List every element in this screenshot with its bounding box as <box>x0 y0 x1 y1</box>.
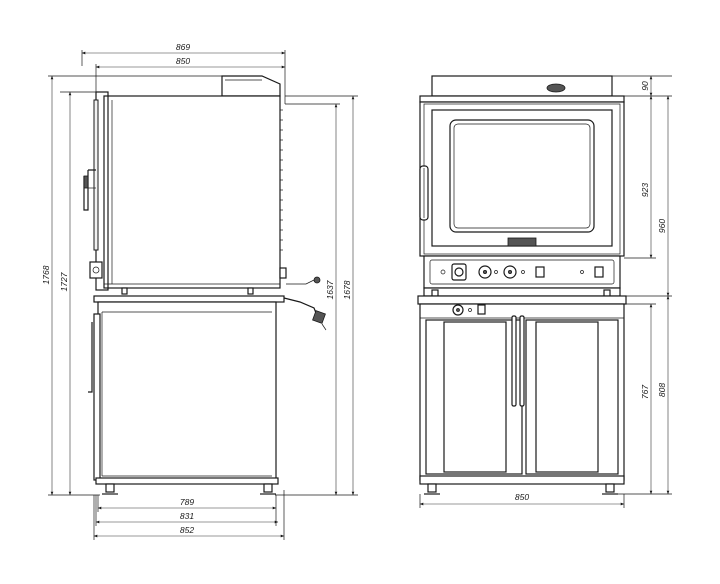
front-bottom-dimensions: 850 <box>419 492 625 508</box>
side-stand <box>88 295 327 495</box>
brand-plate-icon <box>507 237 537 247</box>
side-top-dimensions: 869 850 <box>81 42 286 104</box>
switch-icon <box>594 266 604 278</box>
dial-knob-icon <box>478 265 492 279</box>
stand-dial-icon <box>452 304 464 316</box>
side-left-dimensions: 1768 1727 <box>41 75 222 496</box>
dim-850-front: 850 <box>515 492 529 502</box>
display-icon <box>451 263 467 281</box>
front-hood <box>419 75 625 103</box>
stand-switch-icon <box>477 304 486 315</box>
dim-767: 767 <box>640 385 650 399</box>
dim-789: 789 <box>180 497 194 507</box>
dim-1768: 1768 <box>41 265 51 284</box>
brand-logo-icon <box>546 83 566 93</box>
front-stand <box>417 295 627 495</box>
dim-1727: 1727 <box>59 272 69 291</box>
front-right-dimensions: 90 923 960 767 808 <box>612 75 672 495</box>
dim-808: 808 <box>657 383 667 397</box>
switch-icon <box>535 266 545 278</box>
side-bottom-dimensions: 789 831 852 <box>93 490 285 540</box>
side-right-dimensions: 1637 1678 <box>275 95 358 496</box>
dim-1637: 1637 <box>325 280 335 299</box>
dim-869: 869 <box>176 42 190 52</box>
dim-850-side: 850 <box>176 56 190 66</box>
dim-90: 90 <box>640 81 650 91</box>
front-oven <box>419 101 625 297</box>
dim-852: 852 <box>180 525 194 535</box>
dial-knob-icon <box>503 265 517 279</box>
dim-960: 960 <box>657 219 667 233</box>
side-view: 869 850 1768 1727 1637 1678 <box>41 42 358 540</box>
dim-831: 831 <box>180 511 194 521</box>
dim-1678: 1678 <box>342 280 352 299</box>
dim-923: 923 <box>640 183 650 197</box>
side-oven <box>83 75 321 295</box>
front-view: 90 923 960 767 808 850 <box>417 75 672 508</box>
